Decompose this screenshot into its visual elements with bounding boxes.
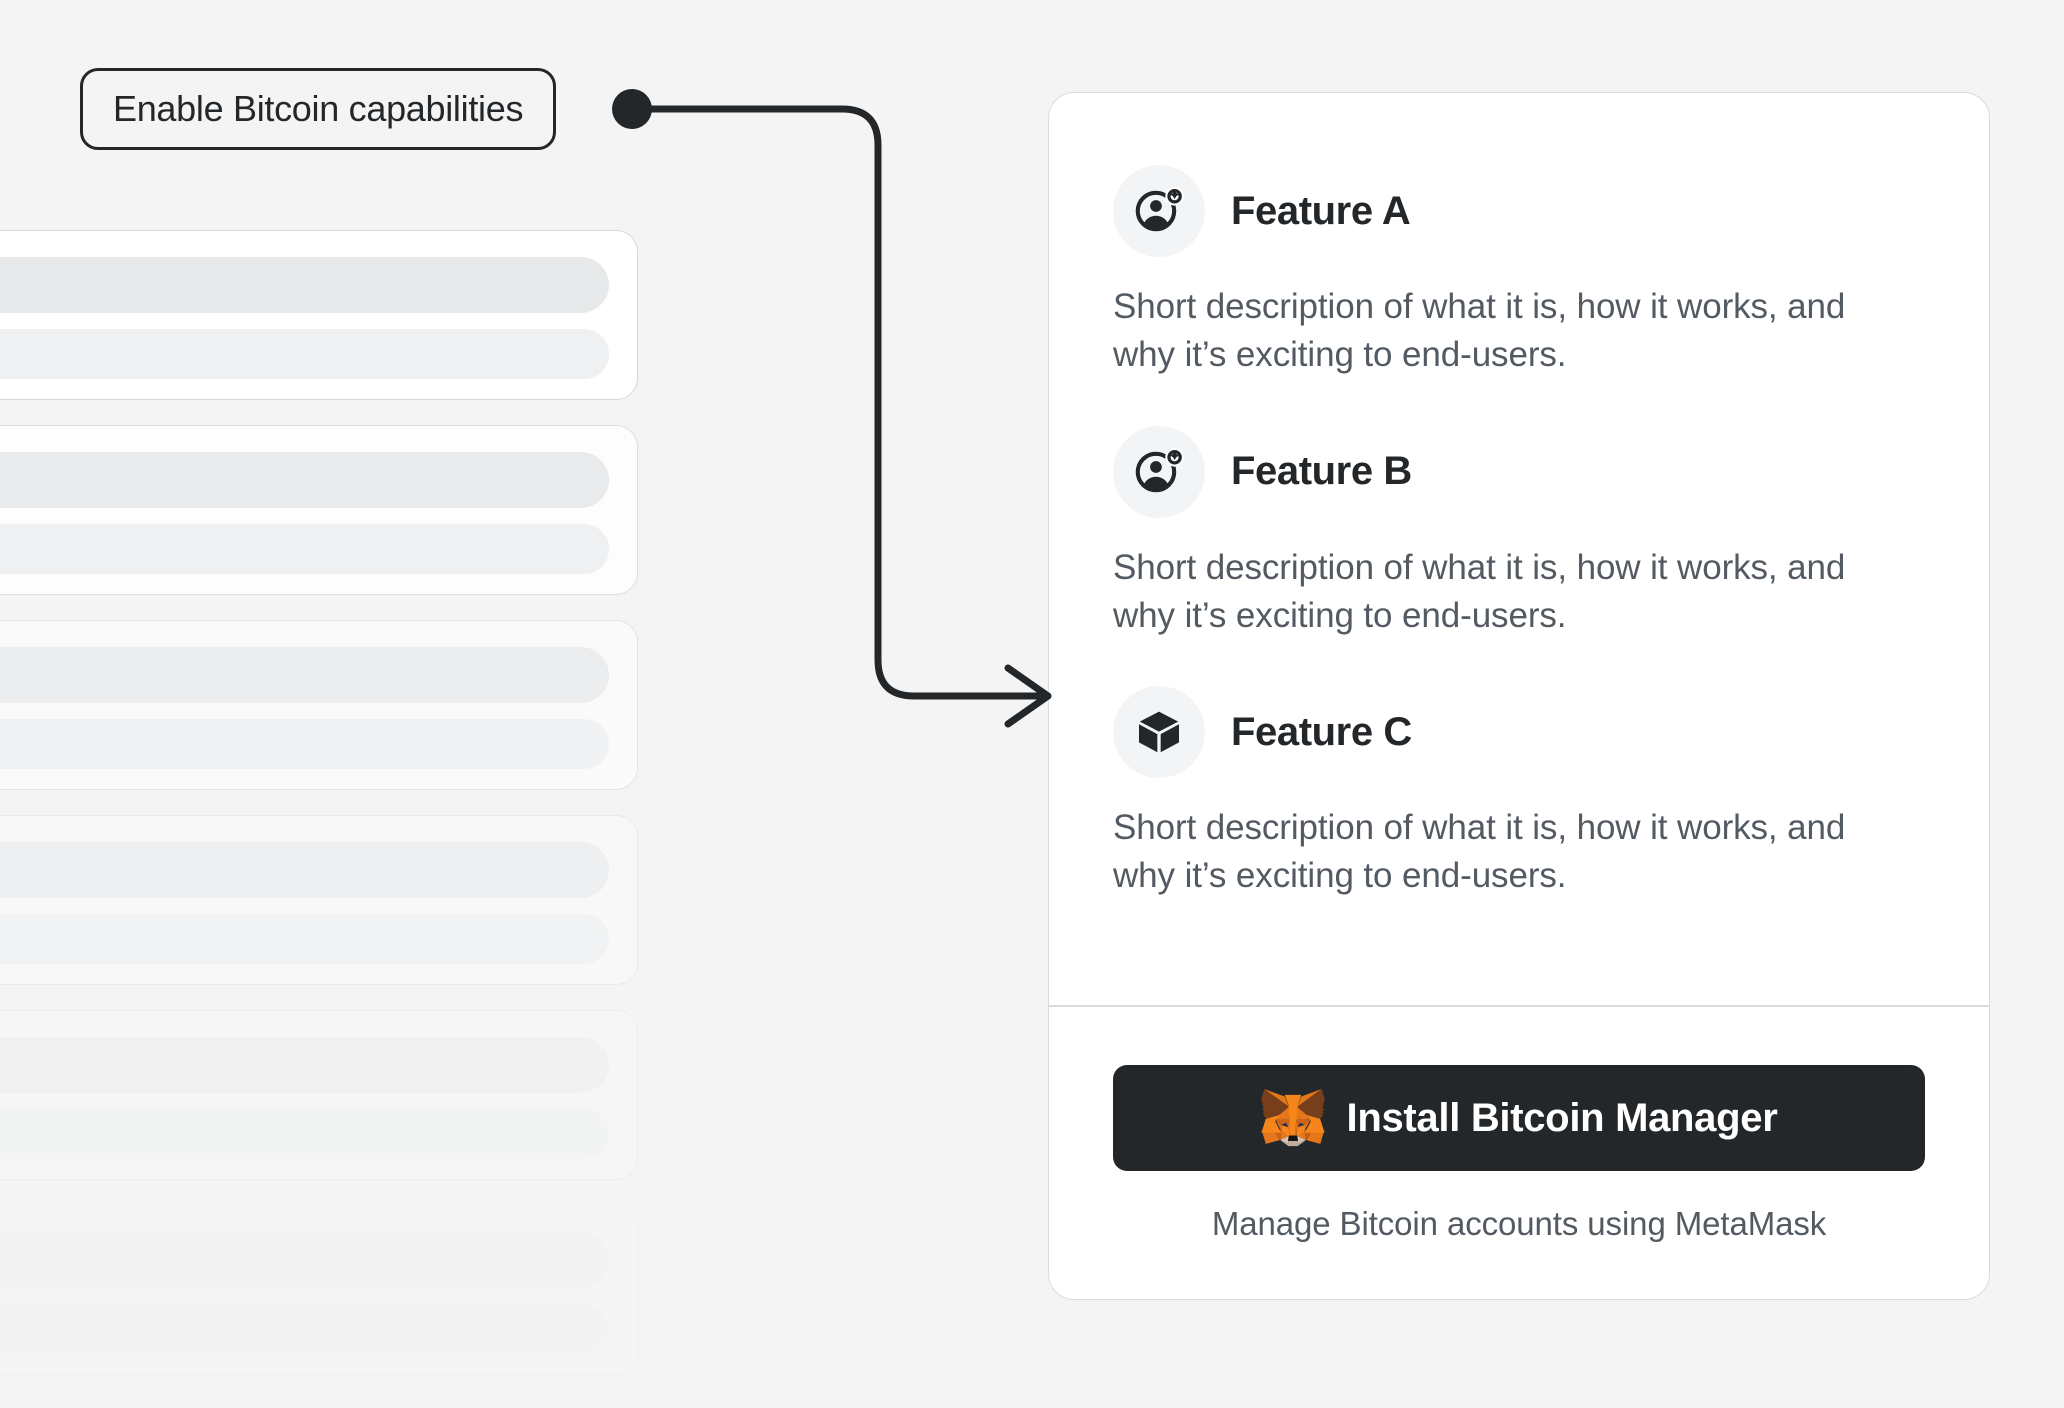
feature-title: Feature B — [1231, 449, 1412, 494]
user-add-icon — [1113, 425, 1205, 518]
skeleton-bar — [0, 524, 609, 574]
skeleton-bar — [0, 1232, 609, 1288]
skeleton-placeholder-card — [0, 1010, 638, 1180]
install-button-label: Install Bitcoin Manager — [1346, 1095, 1778, 1140]
skeleton-bar — [0, 452, 609, 508]
skeleton-bar — [0, 719, 609, 769]
feature-description: Short description of what it is, how it … — [1113, 808, 1846, 896]
skeleton-bar — [0, 842, 609, 898]
annotation-callout-pill: Enable Bitcoin capabilities — [80, 68, 557, 150]
feature-header: Feature B — [1113, 425, 1925, 518]
feature-description: Short description of what it is, how it … — [1113, 547, 1846, 635]
install-bitcoin-manager-button[interactable]: Install Bitcoin Manager — [1113, 1065, 1925, 1171]
card-footer: Install Bitcoin Manager Manage Bitcoin a… — [1049, 1007, 1989, 1299]
feature-header: Feature C — [1113, 686, 1925, 779]
card-divider — [1049, 1005, 1989, 1007]
feature-row: Feature B Short description of what it i… — [1113, 425, 1925, 641]
skeleton-bar — [0, 647, 609, 703]
annotation-label: Enable Bitcoin capabilities — [113, 88, 524, 129]
skeleton-bar — [0, 914, 609, 964]
feature-title: Feature A — [1231, 188, 1411, 233]
skeleton-bar — [0, 329, 609, 379]
feature-row: Feature C Short description of what it i… — [1113, 686, 1925, 901]
footer-caption: Manage Bitcoin accounts using MetaMask — [1211, 1205, 1827, 1242]
connector-arrowhead-icon — [1004, 664, 1052, 728]
features-list: Feature A Short description of what it i… — [1049, 93, 1989, 1005]
skeleton-bar — [0, 1304, 609, 1354]
user-add-icon — [1113, 165, 1205, 257]
feature-row: Feature A Short description of what it i… — [1113, 165, 1925, 380]
connector-path — [628, 105, 1044, 700]
background-placeholder-list — [0, 0, 660, 1408]
skeleton-bar — [0, 1037, 609, 1093]
skeleton-bar — [0, 1109, 609, 1159]
feature-header: Feature A — [1113, 165, 1925, 257]
feature-title: Feature C — [1231, 709, 1412, 754]
skeleton-bar — [0, 257, 609, 313]
bitcoin-capabilities-card: Feature A Short description of what it i… — [1048, 92, 1990, 1300]
cube-icon — [1113, 686, 1205, 779]
skeleton-placeholder-card — [0, 620, 638, 790]
skeleton-placeholder-card — [0, 815, 638, 985]
skeleton-placeholder-card — [0, 425, 638, 595]
metamask-fox-icon — [1260, 1087, 1325, 1150]
feature-description: Short description of what it is, how it … — [1113, 287, 1846, 375]
skeleton-placeholder-card — [0, 1205, 638, 1375]
skeleton-placeholder-card — [0, 230, 638, 400]
